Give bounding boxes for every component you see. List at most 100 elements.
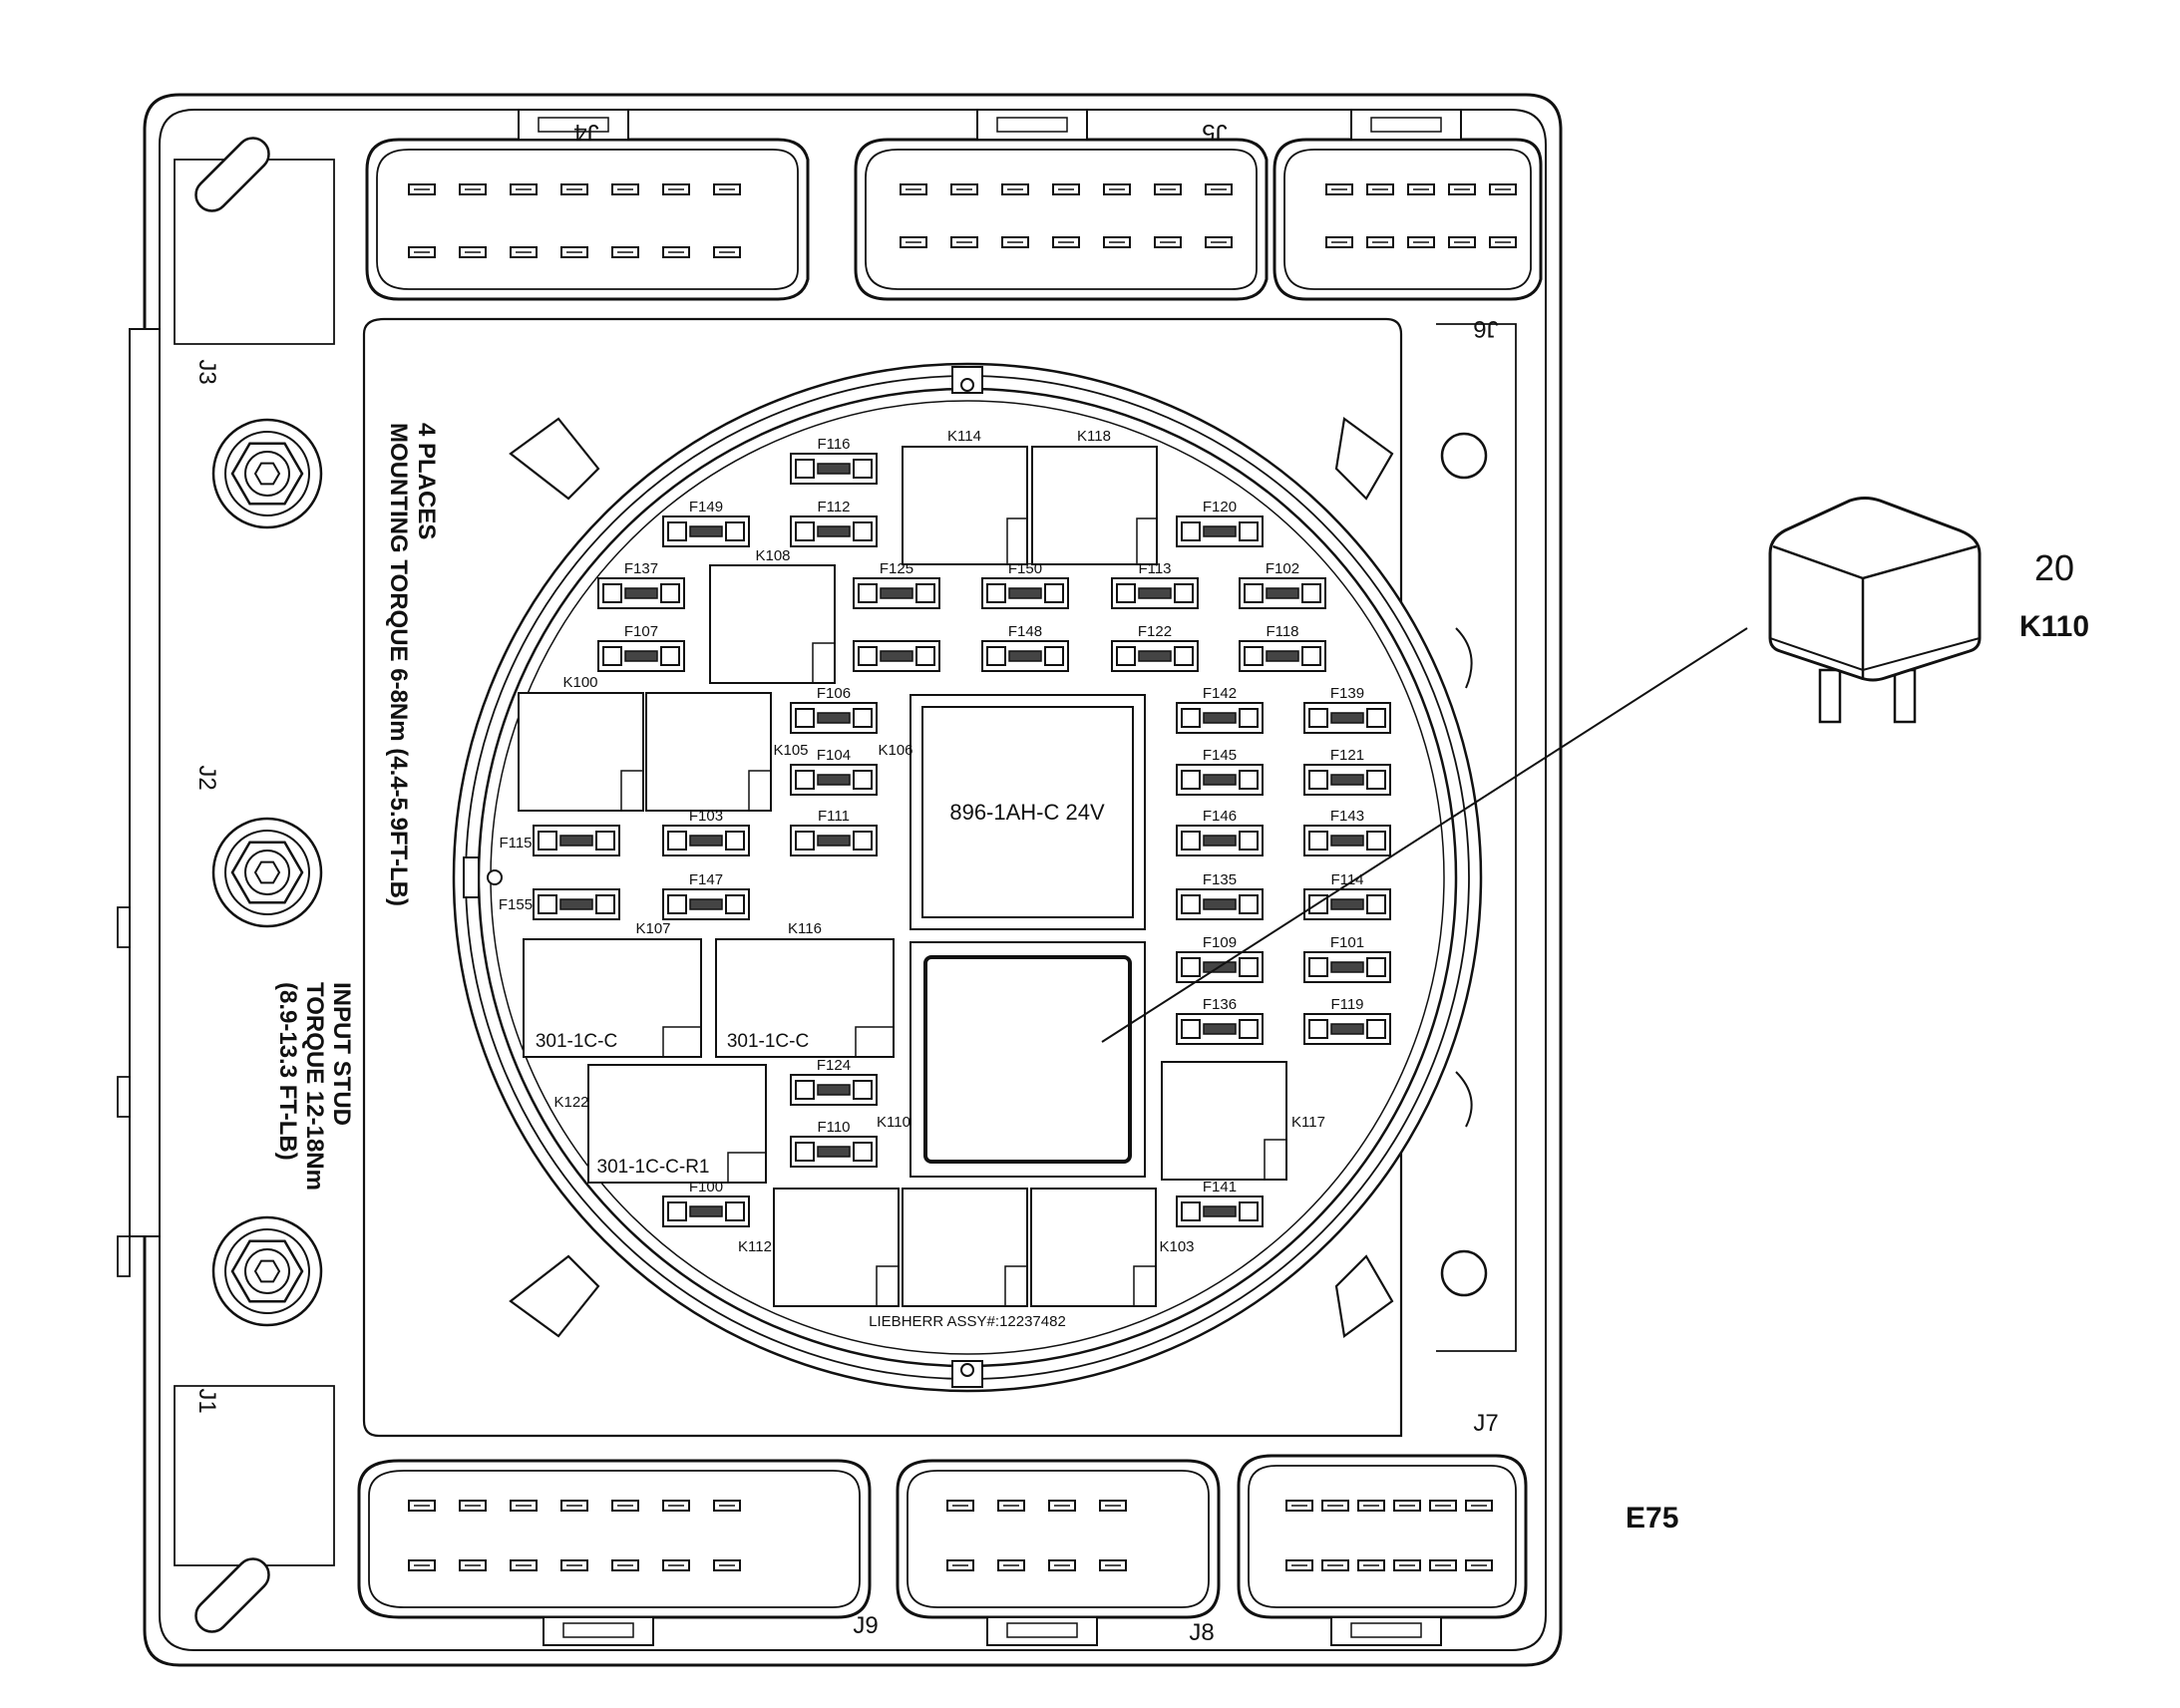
relay-label: K116 xyxy=(788,920,822,937)
fuse-label: F111 xyxy=(818,808,850,825)
connector-pin xyxy=(1103,183,1131,195)
fuse-f116 xyxy=(790,453,878,485)
connector-pin xyxy=(1154,236,1182,248)
fuse-f155 xyxy=(533,888,620,920)
fuse-label: F147 xyxy=(689,871,723,888)
connector-label-j2: J2 xyxy=(193,765,220,790)
module-label-k122: 301-1C-C-R1 xyxy=(597,1157,710,1178)
connector-pin xyxy=(713,246,741,258)
connector-pin xyxy=(900,183,927,195)
fuse-label: F155 xyxy=(499,896,533,913)
fuse-label: F120 xyxy=(1203,499,1237,515)
fuse-label: F136 xyxy=(1203,996,1237,1013)
connector-label-j8: J8 xyxy=(1189,1619,1214,1646)
connector-pin xyxy=(900,236,927,248)
fuse-label: F106 xyxy=(817,685,851,702)
fuse-f119 xyxy=(1303,1013,1391,1045)
connector-pin xyxy=(1205,236,1233,248)
assembly-number: LIEBHERR ASSY#:12237482 xyxy=(869,1313,1066,1330)
center-module: 896-1AH-C 24V xyxy=(909,694,1146,930)
connector-pin xyxy=(1325,183,1353,195)
fuse-label: F149 xyxy=(689,499,723,515)
callout-name: K110 xyxy=(2019,610,2089,643)
fuse-label: F103 xyxy=(689,808,723,825)
connector-pin xyxy=(1489,183,1517,195)
fuse-label: F141 xyxy=(1203,1179,1237,1196)
relay-label: K108 xyxy=(755,547,790,564)
fuse-label: F139 xyxy=(1330,685,1364,702)
connector-pin xyxy=(1366,236,1394,248)
relay-k114 xyxy=(902,446,1028,565)
module-label-k116: 301-1C-C xyxy=(727,1031,809,1052)
connector-j5 xyxy=(854,109,1269,301)
connector-pin xyxy=(1489,236,1517,248)
fuse-f145 xyxy=(1176,764,1264,796)
connector-pin xyxy=(408,1559,436,1571)
relay-label: K100 xyxy=(562,674,597,691)
rotated-notes: 4 PLACES MOUNTING TORQUE 6-8Nm (4.4-5.9F… xyxy=(274,423,440,1191)
connector-pin xyxy=(510,1559,538,1571)
relay-k112b xyxy=(902,1188,1028,1307)
input-stud-j2 xyxy=(211,817,323,928)
connector-pin xyxy=(1154,183,1182,195)
connector-pin xyxy=(1393,1559,1421,1571)
connector-pin xyxy=(510,246,538,258)
fuse-label: F137 xyxy=(624,560,658,577)
fuse-f110 xyxy=(790,1136,878,1168)
callout-number: 20 xyxy=(2034,547,2074,588)
fuse-label: F122 xyxy=(1138,623,1172,640)
connector-pin xyxy=(1393,1500,1421,1512)
center-module-label: 896-1AH-C 24V xyxy=(949,800,1105,825)
connector-label-j4: J4 xyxy=(573,119,598,146)
connector-pin xyxy=(1357,1500,1385,1512)
fuse-f147 xyxy=(662,888,750,920)
fuse-label: F112 xyxy=(817,499,850,515)
fuse-f122 xyxy=(1111,640,1199,672)
connector-pin xyxy=(662,246,690,258)
fuse-unlabeled xyxy=(853,640,940,672)
connector-pin xyxy=(1099,1559,1127,1571)
mounting-note-line1: 4 PLACES xyxy=(413,423,440,539)
fuse-f148 xyxy=(981,640,1069,672)
connector-pin xyxy=(510,183,538,195)
relay-label: K107 xyxy=(635,920,670,937)
fuse-f118 xyxy=(1239,640,1326,672)
connector-pin xyxy=(662,1559,690,1571)
connector-pin xyxy=(1448,183,1476,195)
connector-pin xyxy=(560,1559,588,1571)
relay-k105 xyxy=(645,692,772,812)
connector-pin xyxy=(1325,236,1353,248)
connector-pin xyxy=(1429,1500,1457,1512)
relay-labels: K114 K118 K108 K100 K105 K106 K107 K116 … xyxy=(536,428,1325,1330)
fuse-f101 xyxy=(1303,951,1391,983)
fuse-label: F107 xyxy=(624,623,658,640)
connector-pin xyxy=(662,1500,690,1512)
connector-pin xyxy=(1099,1500,1127,1512)
fuse-labels: F116 F112 F149 F120 F137 F125 F150 F113 … xyxy=(499,436,1364,1196)
connector-pin xyxy=(713,1500,741,1512)
fuse-f146 xyxy=(1176,825,1264,856)
connector-pin xyxy=(1465,1500,1493,1512)
fuse-label: F145 xyxy=(1203,747,1237,764)
fuse-label: F125 xyxy=(880,560,913,577)
relay-k107 xyxy=(523,938,702,1058)
fuse-label: F114 xyxy=(1330,871,1363,888)
fuse-label: F116 xyxy=(817,436,850,453)
corner-slot-top-left xyxy=(194,137,270,212)
connector-pin xyxy=(1465,1559,1493,1571)
connector-label-j5: J5 xyxy=(1202,119,1227,146)
fuse-f142 xyxy=(1176,702,1264,734)
relay-label: K117 xyxy=(1291,1114,1325,1131)
stud-note-line2: TORQUE 12-18Nm xyxy=(301,982,328,1191)
fuse-f103 xyxy=(662,825,750,856)
fuse-label: F121 xyxy=(1330,747,1364,764)
fuse-label: F124 xyxy=(817,1057,851,1074)
fuse-label: F102 xyxy=(1266,560,1299,577)
connector-pin xyxy=(662,183,690,195)
connector-pin xyxy=(1407,236,1435,248)
relay-label: K114 xyxy=(947,428,981,445)
connector-j4 xyxy=(365,109,810,301)
corner-slot-bottom-left xyxy=(194,1557,270,1633)
connector-label-j3: J3 xyxy=(193,359,220,384)
fuse-label: F110 xyxy=(817,1119,850,1136)
